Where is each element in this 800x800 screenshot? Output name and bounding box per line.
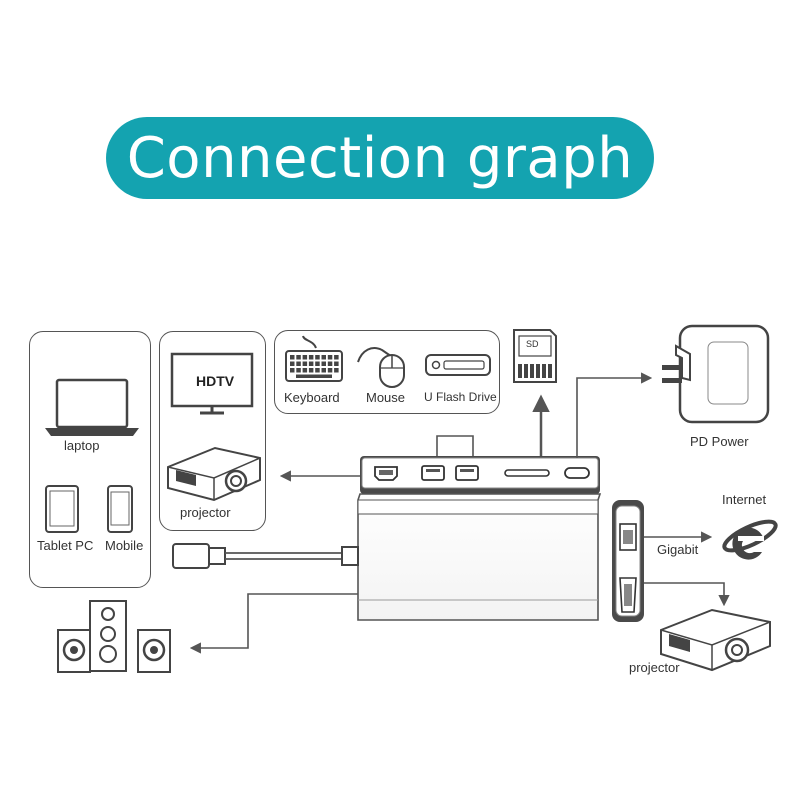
- hdtv-label: HDTV: [196, 373, 235, 389]
- internet-label: Internet: [722, 492, 767, 507]
- keyboard-label: Keyboard: [284, 390, 340, 405]
- hub-port-panel: [360, 456, 600, 494]
- page-title: Connection graph: [126, 125, 634, 191]
- hub-side-ports: [612, 500, 644, 622]
- gigabit-label: Gigabit: [657, 542, 699, 557]
- usb-flash-drive-icon: [425, 354, 491, 376]
- mouse-icon: [357, 347, 405, 388]
- projector-left-label: projector: [180, 505, 231, 520]
- internet-icon: [722, 519, 778, 560]
- laptop-icon: [45, 378, 139, 436]
- tablet-icon: [45, 485, 79, 533]
- hub-body: [357, 493, 602, 621]
- projector-right-label: projector: [629, 660, 680, 675]
- connection-lines: [189, 372, 730, 654]
- mouse-label: Mouse: [366, 390, 406, 405]
- pd-power-adapter-icon: [662, 324, 770, 424]
- sd-card-icon: [513, 329, 557, 383]
- projector-right-icon: [660, 608, 771, 672]
- usb-c-cable: [172, 543, 359, 569]
- mobile-icon: [107, 485, 133, 533]
- hdtv-icon: [170, 352, 254, 415]
- tablet-pc-label: Tablet PC: [37, 538, 94, 553]
- u-flash-drive-label: U Flash Drive: [424, 390, 497, 404]
- mobile-label: Mobile: [105, 538, 144, 553]
- panel-computers: [29, 331, 151, 588]
- laptop-label: laptop: [64, 438, 100, 453]
- speakers-icon: [57, 600, 171, 673]
- title-banner: Connection graph: [106, 117, 654, 199]
- sd-label: SD: [526, 339, 539, 349]
- pd-power-label: PD Power: [690, 434, 749, 449]
- keyboard-icon: [285, 335, 343, 382]
- projector-left-icon: [167, 446, 261, 502]
